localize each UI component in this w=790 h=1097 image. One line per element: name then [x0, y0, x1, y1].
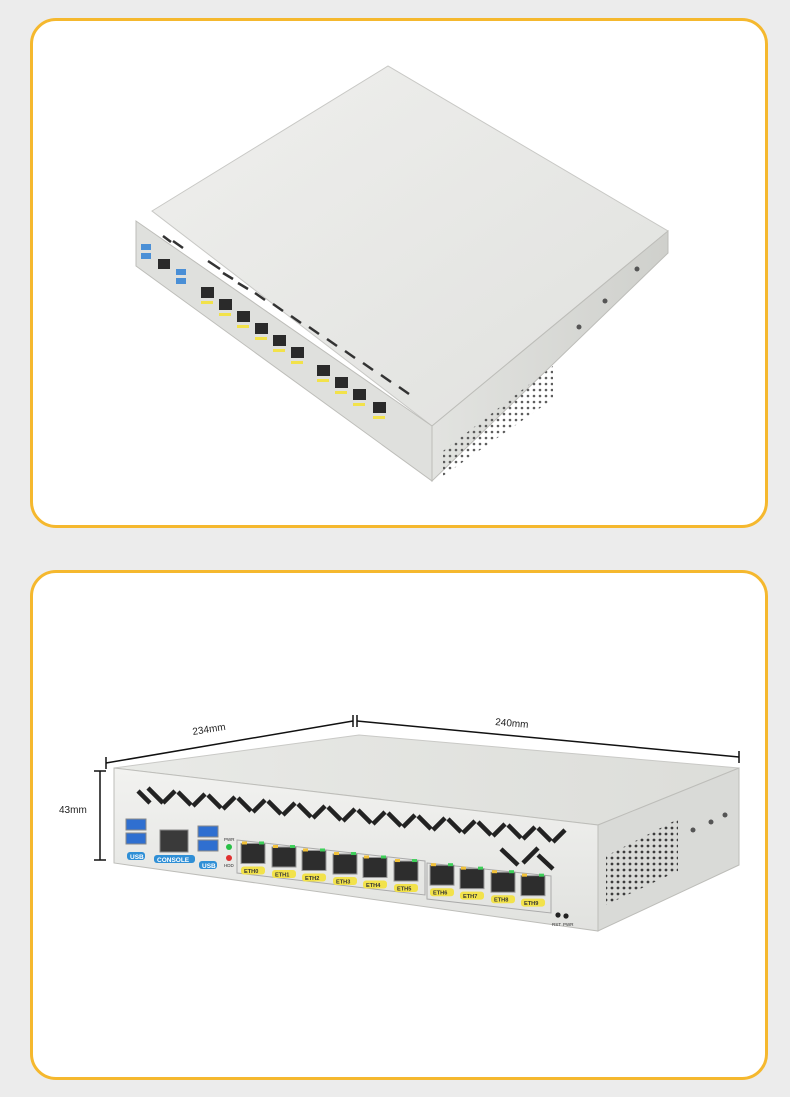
eth-led-green-8 [509, 870, 514, 874]
eth-led-amber-0 [242, 841, 247, 845]
chassis-front [113, 767, 599, 932]
eth-led-green-3 [351, 852, 356, 856]
eth-led-green-0 [259, 841, 264, 845]
usb-left-label: USB [130, 854, 144, 861]
eth-port-4[interactable] [362, 856, 388, 878]
router-isometric-illustration [135, 65, 669, 483]
usb-ports-right[interactable]: USB [197, 825, 219, 870]
eth-label-badge-9 [521, 898, 545, 907]
eth-port-8[interactable] [490, 871, 516, 893]
eth-led-green-9 [539, 873, 544, 877]
router-front-dimension-illustration: 234mm 240mm 43mm [59, 715, 740, 932]
eth-led-green-2 [320, 848, 325, 852]
eth-label-badge-3 [333, 877, 357, 886]
eth-led-green-6 [448, 863, 453, 867]
dimension-lines [94, 715, 740, 861]
eth-label-badge-8 [491, 895, 515, 904]
chassis-top [151, 65, 669, 427]
usb-right-label: USB [202, 863, 216, 870]
eth-label-badge-7 [460, 891, 484, 900]
eth-port-1[interactable] [271, 846, 297, 868]
eth-led-amber-3 [334, 852, 339, 856]
top-product-panel [30, 18, 768, 528]
eth-port-9[interactable] [520, 875, 546, 897]
eth-led-amber-6 [431, 863, 436, 867]
eth-label-badge-6 [430, 888, 454, 897]
eth-label-9: ETH9 [524, 901, 538, 907]
eth-label-1: ETH1 [275, 873, 289, 879]
eth-port-7[interactable] [459, 868, 485, 890]
power-button[interactable] [563, 913, 569, 919]
eth-label-0: ETH0 [244, 869, 258, 875]
eth-led-amber-2 [303, 848, 308, 852]
eth-label-2: ETH2 [305, 876, 319, 882]
eth-label-badge-0 [241, 866, 265, 875]
eth-label-7: ETH7 [463, 894, 477, 900]
front-vent-pattern [136, 786, 567, 871]
eth-led-amber-1 [273, 845, 278, 849]
hdd-led [226, 855, 232, 861]
eth-port-0[interactable] [240, 842, 266, 864]
eth-port-3[interactable] [332, 853, 358, 875]
eth-led-amber-5 [395, 859, 400, 863]
eth-port-2[interactable] [301, 849, 327, 871]
eth-label-5: ETH5 [397, 887, 411, 893]
eth-label-8: ETH8 [494, 898, 508, 904]
pwr-led [226, 844, 232, 850]
eth-led-green-5 [412, 859, 417, 863]
console-port[interactable]: CONSOLE [154, 829, 195, 864]
eth-label-3: ETH3 [336, 880, 350, 886]
eth-label-badge-4 [363, 880, 387, 889]
rst-label: RST [552, 922, 561, 927]
bottom-product-panel: 234mm 240mm 43mm [30, 570, 768, 1080]
pwr-button-label: PWR [563, 922, 574, 927]
pwr-led-label: PWR [224, 837, 235, 842]
eth-port-5[interactable] [393, 860, 419, 882]
width-dimension-label: 240mm [495, 717, 529, 731]
usb-ports-left[interactable]: USB [125, 818, 147, 861]
console-label: CONSOLE [157, 857, 190, 864]
height-dimension-label: 43mm [59, 805, 87, 816]
eth-label-4: ETH4 [366, 883, 381, 889]
eth-led-green-1 [290, 845, 295, 849]
eth-led-green-7 [478, 866, 483, 870]
eth-label-badge-5 [394, 884, 418, 893]
reset-button[interactable] [555, 912, 561, 918]
eth-port-6[interactable] [429, 864, 455, 886]
eth-led-amber-9 [522, 873, 527, 877]
eth-led-amber-7 [461, 866, 466, 870]
eth-led-amber-4 [364, 855, 369, 859]
depth-dimension-label: 234mm [192, 722, 227, 738]
eth-label-badge-2 [302, 873, 326, 882]
eth-led-amber-8 [492, 870, 497, 874]
eth-label-6: ETH6 [433, 891, 447, 897]
hdd-led-label: HDD [224, 863, 234, 868]
eth-led-green-4 [381, 855, 386, 859]
eth-label-badge-1 [272, 870, 296, 879]
